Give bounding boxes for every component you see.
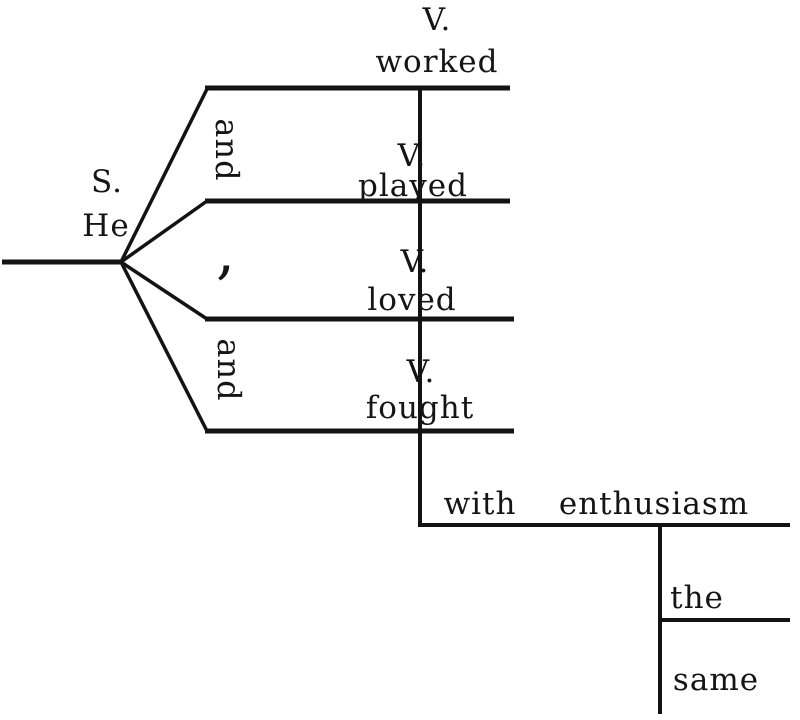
verb-word-played: played (358, 168, 468, 204)
verb-label-4: V. (406, 354, 436, 390)
subject-label: S. (91, 164, 123, 200)
object-word: enthusiasm (558, 486, 750, 522)
verb-word-worked: worked (375, 44, 499, 80)
verb-word-loved: loved (367, 282, 457, 318)
modifier-word-the: the (670, 580, 724, 616)
verb-label-3: V. (400, 244, 430, 280)
fork-line-4 (119, 261, 209, 432)
conjunction-comma: , (215, 217, 237, 287)
fork-line-3 (120, 260, 208, 321)
conjunction-and-2: and (209, 338, 248, 402)
preposition-word: with (443, 486, 517, 522)
subject-word: He (82, 208, 130, 244)
verb-label-1: V. (422, 2, 452, 38)
verb-word-fought: fought (365, 390, 475, 426)
fork-line-1 (119, 88, 209, 263)
modifier-word-same: same (672, 662, 760, 698)
fork-line-2 (119, 199, 209, 264)
conjunction-and-1: and (207, 118, 246, 182)
verb-label-2: V. (397, 138, 427, 174)
